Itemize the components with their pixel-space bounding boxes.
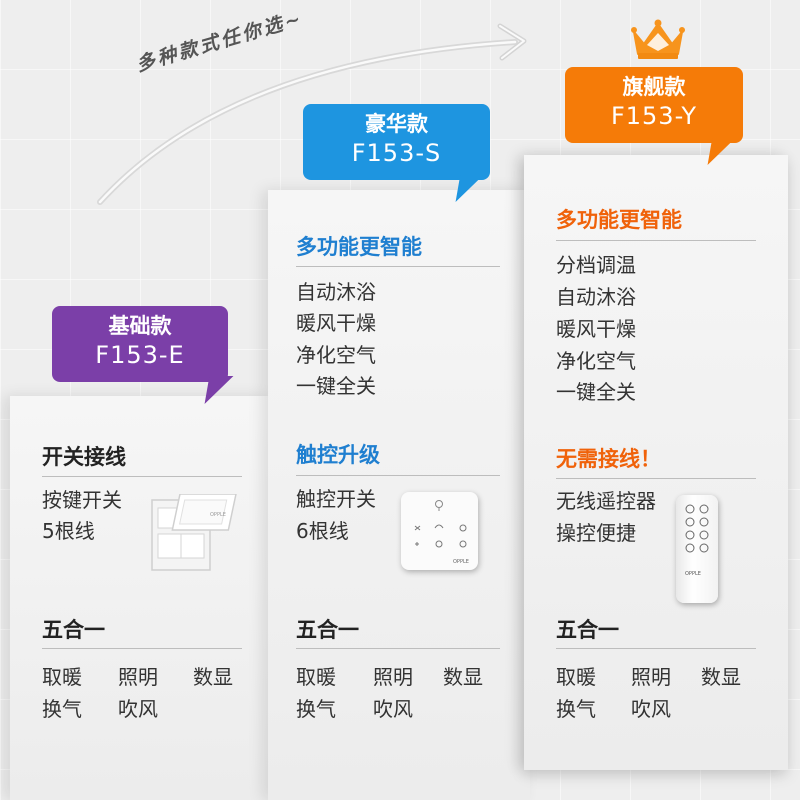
luxury-feature: 换气 <box>296 697 336 721</box>
flagship-feature: 数显 <box>701 665 741 689</box>
luxury-smart-line: 暖风干燥 <box>296 311 376 335</box>
basic-feature-heading: 五合一 <box>42 618 105 642</box>
luxury-control-heading: 触控升级 <box>296 443 380 467</box>
flagship-smart-line: 自动沐浴 <box>556 285 636 309</box>
flagship-column <box>524 155 788 770</box>
basic-feature: 照明 <box>118 665 158 689</box>
luxury-name: 豪华款 <box>365 112 428 136</box>
basic-control-line-2: 5根线 <box>42 519 95 543</box>
luxury-feature: 取暖 <box>296 665 336 689</box>
wireless-remote-icon: OPPLE <box>676 495 718 603</box>
flagship-feature: 照明 <box>631 665 671 689</box>
divider <box>42 476 242 477</box>
flagship-feature: 吹风 <box>631 697 671 721</box>
divider <box>296 266 500 267</box>
flagship-name: 旗舰款 <box>622 75 686 99</box>
flagship-feature-heading: 五合一 <box>556 618 619 642</box>
luxury-control-line-1: 触控开关 <box>296 487 376 511</box>
flagship-model: F153-Y <box>610 102 698 130</box>
flagship-feature: 取暖 <box>556 665 596 689</box>
divider <box>556 478 756 479</box>
luxury-smart-line: 净化空气 <box>296 343 376 367</box>
flagship-tag: 旗舰款 F153-Y <box>565 67 743 165</box>
slogan: 多种款式任你选~ <box>133 7 306 77</box>
luxury-control-line-2: 6根线 <box>296 519 349 543</box>
crown-icon <box>631 19 685 59</box>
basic-feature: 数显 <box>193 665 233 689</box>
divider <box>296 648 500 649</box>
divider <box>42 648 242 649</box>
luxury-feature-heading: 五合一 <box>296 618 359 642</box>
flagship-control-line-2: 操控便捷 <box>556 521 636 545</box>
svg-text:OPPLE: OPPLE <box>685 571 701 577</box>
basic-model: F153-E <box>95 341 185 369</box>
svg-text:OPPLE: OPPLE <box>210 512 226 518</box>
basic-tag: 基础款 F153-E <box>52 306 234 404</box>
luxury-feature: 照明 <box>373 665 413 689</box>
flagship-smart-line: 净化空气 <box>556 349 636 373</box>
luxury-column <box>268 190 530 800</box>
luxury-smart-line: 自动沐浴 <box>296 280 376 304</box>
basic-feature: 吹风 <box>118 697 158 721</box>
basic-control-line-1: 按键开关 <box>42 488 122 512</box>
luxury-smart-heading: 多功能更智能 <box>296 235 422 259</box>
flagship-feature: 换气 <box>556 697 596 721</box>
basic-feature: 换气 <box>42 697 82 721</box>
flagship-smart-line: 暖风干燥 <box>556 317 636 341</box>
luxury-model: F153-S <box>351 139 442 167</box>
flagship-smart-heading: 多功能更智能 <box>556 208 682 232</box>
divider <box>556 240 756 241</box>
basic-column <box>10 396 272 800</box>
touch-control-panel-icon: OPPLE <box>401 492 478 570</box>
svg-text:OPPLE: OPPLE <box>453 559 469 565</box>
flagship-smart-line: 分档调温 <box>556 253 636 277</box>
flagship-control-line-1: 无线遥控器 <box>556 489 656 513</box>
basic-name: 基础款 <box>108 314 172 338</box>
basic-control-heading: 开关接线 <box>42 445 126 469</box>
luxury-smart-line: 一键全关 <box>296 374 376 398</box>
luxury-tag: 豪华款 F153-S <box>303 104 490 202</box>
luxury-feature: 数显 <box>443 665 483 689</box>
flagship-control-heading: 无需接线！ <box>556 447 661 471</box>
luxury-feature: 吹风 <box>373 697 413 721</box>
divider <box>296 475 500 476</box>
flagship-smart-line: 一键全关 <box>556 380 636 404</box>
wall-switch-panel-icon: OPPLE <box>151 494 237 571</box>
basic-feature: 取暖 <box>42 665 82 689</box>
divider <box>556 648 756 649</box>
